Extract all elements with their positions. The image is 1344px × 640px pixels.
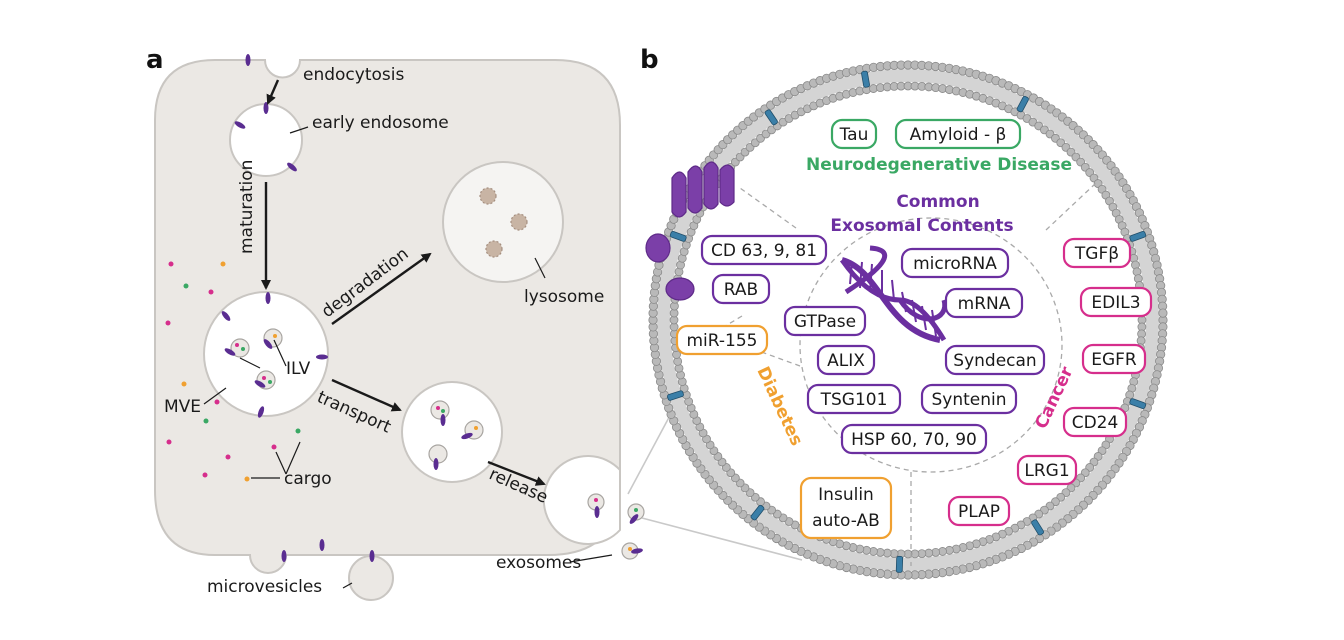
common-item-9: HSP 60, 70, 90 bbox=[851, 430, 977, 450]
cancer-pill-0 bbox=[1062, 237, 1132, 269]
common-pill-7 bbox=[806, 383, 902, 415]
label-cargo: cargo bbox=[284, 469, 332, 489]
cancer-item-2: EGFR bbox=[1091, 350, 1137, 370]
neuro-pill-1 bbox=[894, 118, 1022, 150]
process-arrows bbox=[261, 79, 546, 486]
cargo-dots bbox=[165, 261, 638, 551]
common-pill-1 bbox=[711, 273, 771, 305]
lysosome bbox=[442, 161, 564, 283]
leader-lines bbox=[203, 126, 613, 589]
common-pill-6 bbox=[944, 344, 1046, 376]
cancer-pill-1 bbox=[1079, 286, 1153, 318]
common-pill-5 bbox=[816, 344, 876, 376]
common-item-6: Syndecan bbox=[953, 351, 1036, 371]
common-item-1: RAB bbox=[724, 280, 758, 300]
cancer-pill-3 bbox=[1062, 406, 1128, 438]
label-maturation: maturation bbox=[237, 160, 257, 254]
neuro-item-0: Tau bbox=[839, 125, 869, 145]
cancer-item-0: TGFβ bbox=[1074, 244, 1119, 264]
label-early-endosome: early endosome bbox=[312, 113, 449, 133]
common-item-5: ALIX bbox=[827, 351, 865, 371]
panel-b-label: b bbox=[640, 45, 659, 75]
label-lysosome: lysosome bbox=[524, 287, 604, 307]
title-neurodegenerative: Neurodegenerative Disease bbox=[806, 155, 1072, 175]
common-item-8: Syntenin bbox=[931, 390, 1006, 410]
cancer-pill-5 bbox=[947, 495, 1011, 527]
cancer-pill-2 bbox=[1081, 343, 1147, 375]
common-pill-4 bbox=[783, 305, 867, 337]
release-pocket bbox=[542, 455, 621, 545]
title-common-line2: Exosomal Contents bbox=[830, 216, 1013, 236]
cancer-item-1: EDIL3 bbox=[1091, 293, 1140, 313]
common-pill-9 bbox=[840, 423, 988, 455]
label-mve: MVE bbox=[164, 397, 201, 417]
common-pill-8 bbox=[920, 383, 1018, 415]
diabetes-pill-insulin bbox=[799, 476, 893, 540]
receptor-markers bbox=[221, 54, 643, 562]
cancer-item-5: PLAP bbox=[958, 502, 1000, 522]
cancer-item-3: CD24 bbox=[1072, 413, 1119, 433]
diabetes-item-0: miR-155 bbox=[687, 331, 758, 351]
microvesicle bbox=[348, 555, 394, 601]
transport-vesicle bbox=[401, 381, 503, 483]
label-ilv: ILV bbox=[286, 359, 311, 379]
common-item-4: GTPase bbox=[794, 312, 856, 332]
mve bbox=[203, 291, 329, 417]
transport-ilvs bbox=[428, 400, 484, 464]
neuro-item-1: Amyloid - β bbox=[910, 125, 1007, 145]
common-pill-0 bbox=[700, 234, 828, 266]
lysosome-contents bbox=[479, 187, 528, 258]
diabetes-item-1: Insulin bbox=[818, 485, 874, 505]
cancer-item-4: LRG1 bbox=[1024, 461, 1069, 481]
common-item-7: TSG101 bbox=[820, 390, 888, 410]
membrane-proteins bbox=[645, 161, 735, 301]
label-exosomes: exosomes bbox=[496, 553, 581, 573]
common-pill-2 bbox=[900, 247, 1010, 279]
diabetes-item-2: auto-AB bbox=[812, 511, 880, 531]
panel-a-label: a bbox=[146, 45, 164, 75]
common-item-0: CD 63, 9, 81 bbox=[711, 241, 817, 261]
exosome-membrane bbox=[648, 60, 1168, 580]
dna-helix-icon bbox=[839, 245, 948, 343]
diabetes-pill-0 bbox=[675, 324, 769, 356]
common-item-3: mRNA bbox=[958, 294, 1011, 314]
cancer-pill-4 bbox=[1016, 454, 1078, 486]
content-pills: Tau Amyloid - β CD 63, 9, 81 RAB microRNA mRN… bbox=[675, 118, 1153, 540]
label-microvesicles: microvesicles bbox=[207, 577, 322, 597]
common-item-2: microRNA bbox=[913, 254, 997, 274]
label-endocytosis: endocytosis bbox=[303, 65, 404, 85]
title-common-line1: Common bbox=[896, 192, 979, 212]
neuro-pill-0 bbox=[830, 118, 878, 150]
common-pill-3 bbox=[944, 287, 1024, 319]
